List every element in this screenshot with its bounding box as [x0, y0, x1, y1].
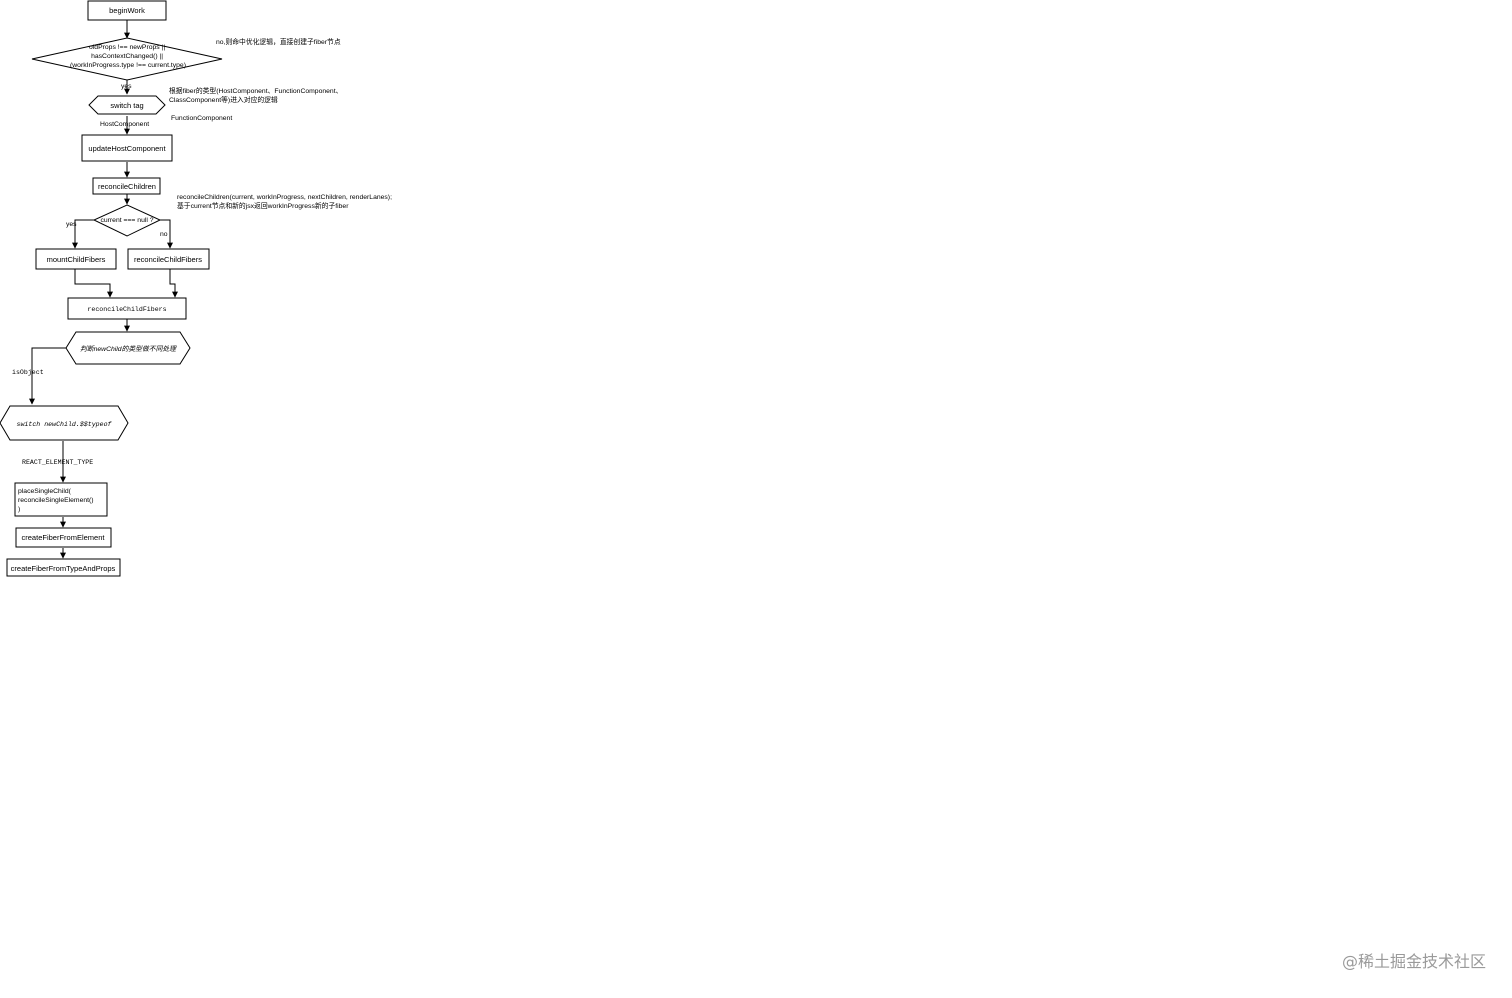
svg-text:reconcileChildren(current, wor: reconcileChildren(current, workInProgres… — [177, 194, 394, 210]
svg-text:REACT_ELEMENT_TYPE: REACT_ELEMENT_TYPE — [22, 459, 93, 466]
node-reconcile-child-fibers-2: reconcileChildFibers — [67, 297, 187, 320]
node-switch-tag-1: switch tag — [88, 95, 166, 115]
svg-text:reconcileChildFibers: reconcileChildFibers — [87, 306, 166, 313]
svg-text:yes: yes — [66, 221, 77, 228]
node-place-single-child-1: placeSingleChild( reconcileSingleElement… — [14, 482, 108, 517]
svg-text:switch newChild.$$typeof: switch newChild.$$typeof — [17, 421, 113, 428]
svg-text:oldProps !== newProps ||: oldProps !== newProps || hasContextChang… — [70, 44, 186, 69]
svg-text:mountChildFibers: mountChildFibers — [47, 255, 106, 264]
svg-text:updateHostComponent: updateHostComponent — [88, 144, 166, 153]
edges — [29, 20, 178, 559]
svg-text:createFiberFromTypeAndProps: createFiberFromTypeAndProps — [11, 564, 116, 573]
svg-text:current === null ?: current === null ? — [100, 217, 153, 224]
svg-text:reconcileChildFibers: reconcileChildFibers — [134, 255, 202, 264]
node-update-host-component-1: updateHostComponent — [81, 134, 173, 162]
svg-text:reconcileChildren: reconcileChildren — [98, 182, 156, 191]
svg-text:isObject: isObject — [12, 369, 44, 376]
node-create-fiber-from-element: createFiberFromElement — [15, 527, 112, 548]
node-create-fiber-from-type-and-props: createFiberFromTypeAndProps — [6, 558, 121, 577]
svg-text:根据fiber的类型(HostComponent、Funct: 根据fiber的类型(HostComponent、FunctionCompone… — [169, 86, 344, 104]
edge-labels: no,则命中优化逻辑，直接创建子fiber节点 yes HostComponen… — [12, 37, 341, 466]
svg-text:beginWork: beginWork — [109, 6, 145, 15]
svg-text:createFiberFromElement: createFiberFromElement — [22, 533, 106, 542]
svg-text:HostComponent: HostComponent — [100, 121, 149, 128]
node-beginwork: beginWork — [87, 0, 167, 21]
svg-text:switch tag: switch tag — [110, 101, 143, 110]
node-reconcile-child-fibers-1: reconcileChildFibers — [127, 248, 210, 270]
watermark: @稀土掘金技术社区 — [1342, 952, 1486, 971]
node-props-diamond: oldProps !== newProps || hasContextChang… — [31, 37, 223, 81]
node-reconcile-children: reconcileChildren — [92, 177, 161, 195]
node-mount-child-fibers: mountChildFibers — [35, 248, 117, 270]
svg-text:判断newChild的类型做不同处理: 判断newChild的类型做不同处理 — [80, 345, 177, 353]
svg-text:FunctionComponent: FunctionComponent — [171, 115, 232, 122]
annotations: 根据fiber的类型(HostComponent、FunctionCompone… — [169, 86, 394, 210]
node-current-null-1: current === null ? — [92, 204, 162, 237]
svg-text:no: no — [160, 231, 168, 238]
svg-text:yes: yes — [121, 83, 132, 90]
node-switch-typeof: switch newChild.$$typeof — [0, 405, 129, 441]
node-newchild-diamond: 判断newChild的类型做不同处理 — [65, 331, 191, 365]
svg-text:placeSingleChild( reconc: placeSingleChild( reconcileSingleElement… — [18, 488, 95, 513]
svg-text:no,则命中优化逻辑，直接创建子fiber节点: no,则命中优化逻辑，直接创建子fiber节点 — [216, 37, 341, 46]
